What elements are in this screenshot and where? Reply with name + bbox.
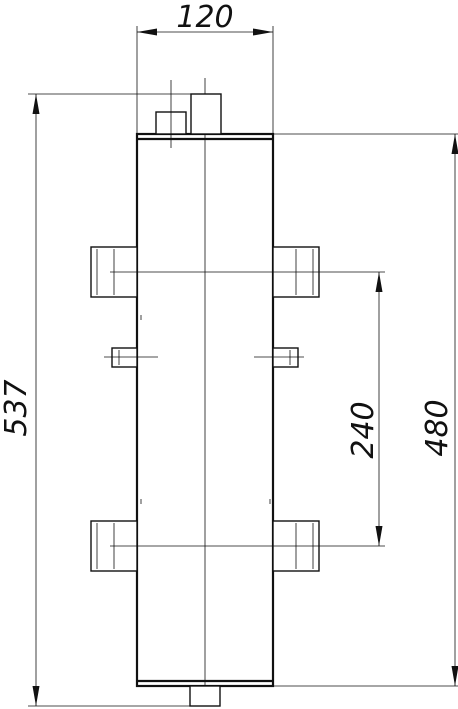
left-sensor-sleeve (104, 347, 158, 368)
dimension-body-height: 480 (273, 133, 458, 687)
dimension-overall-height: 537 (0, 93, 191, 707)
bottom-drain-pipe (189, 685, 221, 707)
right-sensor-sleeve (254, 347, 304, 368)
dimension-overall-height-label: 537 (0, 379, 34, 436)
dimension-connection-spacing-label: 240 (346, 401, 381, 458)
top-air-vent (155, 80, 187, 148)
dimension-connection-spacing: 240 (346, 272, 383, 546)
dimension-width-label: 120 (176, 0, 233, 35)
top-outlet-pipe (190, 93, 222, 135)
dimension-body-height-label: 480 (420, 399, 455, 456)
dimension-width: 120 (136, 0, 274, 134)
